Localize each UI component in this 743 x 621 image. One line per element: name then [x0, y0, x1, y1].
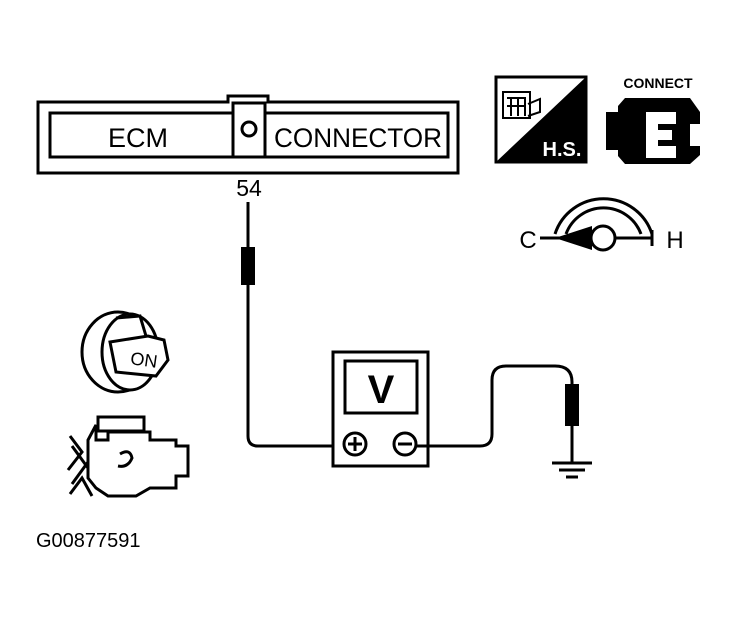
voltmeter: V [331, 350, 430, 468]
meter-voltage-symbol: V [368, 368, 395, 412]
ignition-key-icon: ON [80, 310, 170, 394]
hs-harness-icon: H.S. [494, 75, 588, 164]
positive-lead [241, 202, 342, 448]
ground-icon [552, 461, 592, 479]
ecm-label: ECM [108, 123, 168, 153]
hs-label: H.S. [543, 139, 582, 161]
ground-probe-icon [565, 384, 579, 426]
temp-gauge-icon: C H [519, 197, 684, 254]
engine-icon [66, 415, 190, 498]
cold-label: C [519, 227, 536, 254]
connect-label: CONNECT [623, 75, 693, 91]
ignition-on-label: ON [129, 348, 159, 372]
hot-label: H [666, 227, 683, 254]
figure-id: G00877591 [36, 530, 141, 552]
pin-number: 54 [236, 175, 262, 201]
probe-icon [241, 247, 255, 285]
connector-label: CONNECTOR [274, 123, 442, 153]
connector-lock-icon [240, 120, 258, 138]
ecm-connector: ECM CONNECTOR [36, 94, 460, 175]
negative-lead [416, 364, 579, 462]
connect-icon: CONNECT [606, 75, 700, 164]
